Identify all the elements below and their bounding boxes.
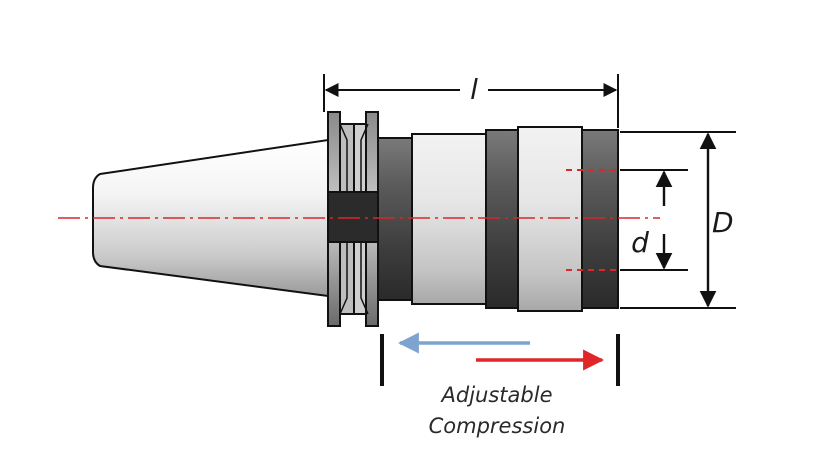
outer-diameter-dimension: D — [620, 131, 736, 309]
inner-diameter-dimension: d — [620, 169, 688, 271]
flange — [327, 111, 379, 327]
collar-dark — [377, 137, 413, 301]
outer-diameter-label: D — [712, 206, 734, 239]
length-dimension: l — [323, 73, 619, 128]
inner-diameter-label: d — [631, 226, 649, 259]
length-label: l — [470, 73, 478, 106]
nose-dark — [581, 129, 619, 309]
caption-line-2: Compression — [429, 414, 566, 438]
body-light — [411, 133, 487, 305]
nut-dark — [485, 129, 521, 309]
caption-line-1: Adjustable — [440, 383, 553, 407]
nut-light — [517, 126, 583, 312]
compression-range: Adjustable Compression — [380, 332, 620, 438]
